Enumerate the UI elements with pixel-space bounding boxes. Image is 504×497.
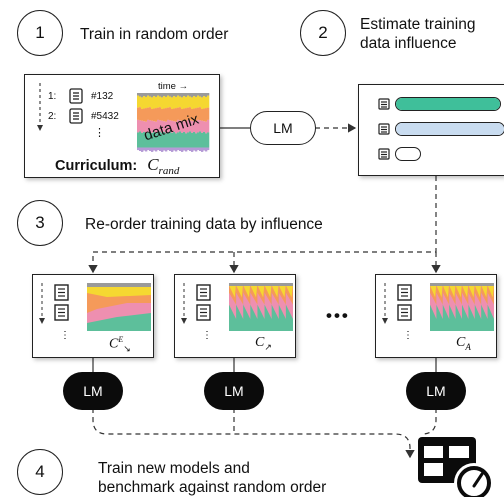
svg-text:⋮: ⋮ bbox=[202, 330, 212, 341]
connector-lm3-benchmark bbox=[421, 408, 437, 435]
item-2-id: #5432 bbox=[91, 111, 119, 122]
step-4-text: Train new models and benchmark against r… bbox=[98, 460, 327, 496]
step-2-text: Estimate training data influence bbox=[360, 16, 476, 52]
curriculum-1-label: CE↘ bbox=[109, 335, 131, 354]
step-2-number: 2 bbox=[300, 10, 346, 56]
step-4-number: 4 bbox=[17, 449, 63, 495]
influence-bar-2-fill bbox=[396, 123, 504, 135]
document-icon bbox=[69, 88, 83, 124]
curriculum-3-label: CA bbox=[456, 335, 471, 352]
step-3-text: Re-order training data by influence bbox=[85, 216, 323, 233]
item-1-index: 1: bbox=[48, 91, 57, 102]
influence-drawing bbox=[378, 98, 390, 160]
random-mix-area bbox=[137, 93, 210, 152]
item-2-index: 2: bbox=[48, 111, 57, 122]
lm-model-random[interactable]: LM bbox=[250, 111, 316, 145]
random-box-drawing bbox=[37, 83, 210, 152]
item-1-id: #132 bbox=[91, 91, 114, 102]
svg-text:⋮: ⋮ bbox=[403, 330, 413, 341]
connector-influence-down bbox=[88, 176, 437, 274]
influence-bar-3 bbox=[395, 147, 421, 161]
curriculum-label: Curriculum: Crand bbox=[55, 155, 180, 177]
step-3-number: 3 bbox=[17, 200, 63, 246]
svg-text:⋮: ⋮ bbox=[60, 330, 70, 341]
more-curricula-ellipsis: ••• bbox=[326, 306, 350, 325]
time-axis-label: time → bbox=[158, 81, 189, 92]
step-1-number: 1 bbox=[17, 10, 63, 56]
lm-model-3[interactable]: LM bbox=[406, 372, 466, 410]
curriculum-3-drawing: ⋮ bbox=[382, 283, 494, 341]
curriculum-2-drawing: ⋮ bbox=[181, 283, 293, 341]
curriculum-symbol: C bbox=[147, 155, 159, 174]
curriculum-subscript: rand bbox=[158, 164, 180, 177]
document-icon bbox=[378, 98, 390, 160]
influence-box bbox=[358, 84, 504, 176]
influence-bar-1-fill bbox=[396, 98, 500, 110]
curriculum-1-drawing: ⋮ bbox=[39, 283, 151, 341]
influence-bar-2 bbox=[395, 122, 504, 136]
step-1-text: Train in random order bbox=[80, 26, 229, 43]
influence-bar-1 bbox=[395, 97, 501, 111]
curriculum-box-2: ⋮ C↗ bbox=[174, 274, 296, 358]
curriculum-box-1: ⋮ CE↘ bbox=[32, 274, 154, 358]
curriculum-2-label: C↗ bbox=[255, 335, 272, 352]
lm-model-1[interactable]: LM bbox=[63, 372, 123, 410]
curriculum-box-3: ⋮ CA bbox=[375, 274, 497, 358]
lm-model-2[interactable]: LM bbox=[204, 372, 264, 410]
random-curriculum-box: 1: #132 2: #5432 ⋮ time → data mix Curri… bbox=[24, 74, 220, 178]
item-ellipsis: ⋮ bbox=[94, 127, 105, 139]
